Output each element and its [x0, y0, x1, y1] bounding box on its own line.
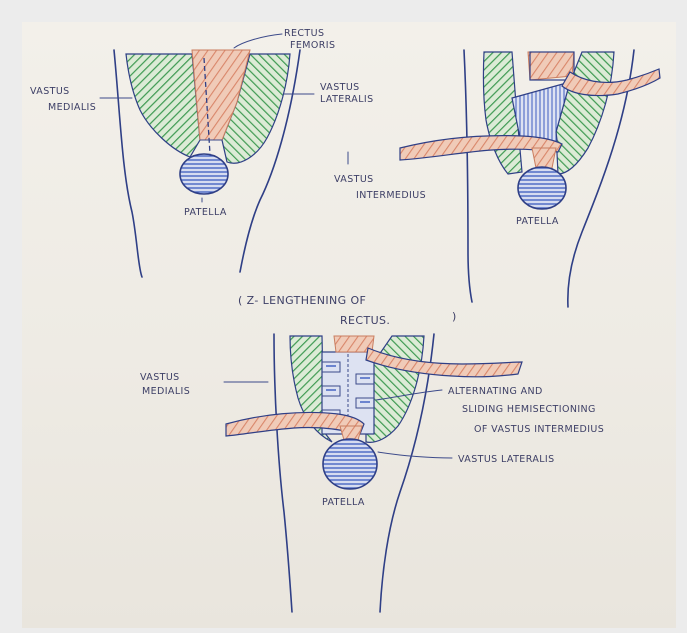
d1-label-rectus-femoris-2: FEMORIS: [290, 40, 335, 51]
d3-thigh-outline-left: [274, 334, 292, 612]
d1-label-patella: PATELLA: [184, 207, 227, 218]
d3-label-vastus-medialis-1: VASTUS: [140, 372, 180, 383]
caption-line-2: RECTUS.: [340, 314, 390, 327]
d3-label-alternating-1: ALTERNATING AND: [448, 386, 543, 397]
diagram-2-vastus-intermedius: VASTUS INTERMEDIUS PATELLA: [334, 50, 660, 307]
d2-rectus-stump: [528, 52, 574, 80]
paper-sheet: RECTUS FEMORIS VASTUS MEDIALIS VASTUS LA…: [22, 22, 676, 628]
d2-thigh-outline-left: [464, 50, 472, 302]
d1-label-vastus-lateralis-2: LATERALIS: [320, 94, 374, 105]
d2-label-patella: PATELLA: [516, 216, 559, 227]
d2-patellar-tendon: [532, 148, 556, 168]
d3-label-patella: PATELLA: [322, 497, 365, 508]
d3-label-alternating-3: OF VASTUS INTERMEDIUS: [474, 424, 604, 435]
hand-drawn-diagram: RECTUS FEMORIS VASTUS MEDIALIS VASTUS LA…: [22, 22, 676, 628]
d3-label-vastus-medialis-2: MEDIALIS: [142, 386, 190, 397]
d1-label-vastus-medialis-2: MEDIALIS: [48, 102, 96, 113]
d1-label-vastus-medialis-1: VASTUS: [30, 86, 70, 97]
d2-label-vastus-intermedius-2: INTERMEDIUS: [356, 190, 426, 201]
caption-line-1: ( Z- LENGTHENING OF: [238, 294, 366, 307]
d3-leader-lateralis: [378, 452, 452, 458]
caption-close: ): [452, 310, 457, 323]
d1-label-vastus-lateralis-1: VASTUS: [320, 82, 360, 93]
d3-patella-shape: [323, 439, 377, 489]
d3-label-alternating-2: SLIDING HEMISECTIONING: [462, 404, 596, 415]
d1-vastus-medialis-muscle: [126, 54, 200, 157]
diagram-1-rectus-femoris: RECTUS FEMORIS VASTUS MEDIALIS VASTUS LA…: [30, 28, 374, 277]
d3-label-vastus-lateralis: VASTUS LATERALIS: [458, 454, 555, 465]
diagram-3-z-lengthening: VASTUS MEDIALIS ALTERNATING AND SLIDING …: [140, 334, 604, 612]
caption: ( Z- LENGTHENING OF RECTUS. ): [238, 294, 457, 327]
d1-patella-shape: [180, 154, 228, 194]
d1-label-rectus-femoris-1: RECTUS: [284, 28, 324, 39]
d2-label-vastus-intermedius-1: VASTUS: [334, 174, 374, 185]
d3-patellar-tendon: [340, 426, 362, 440]
d2-patella-shape: [518, 167, 566, 209]
d1-leader-rectus: [234, 34, 282, 48]
